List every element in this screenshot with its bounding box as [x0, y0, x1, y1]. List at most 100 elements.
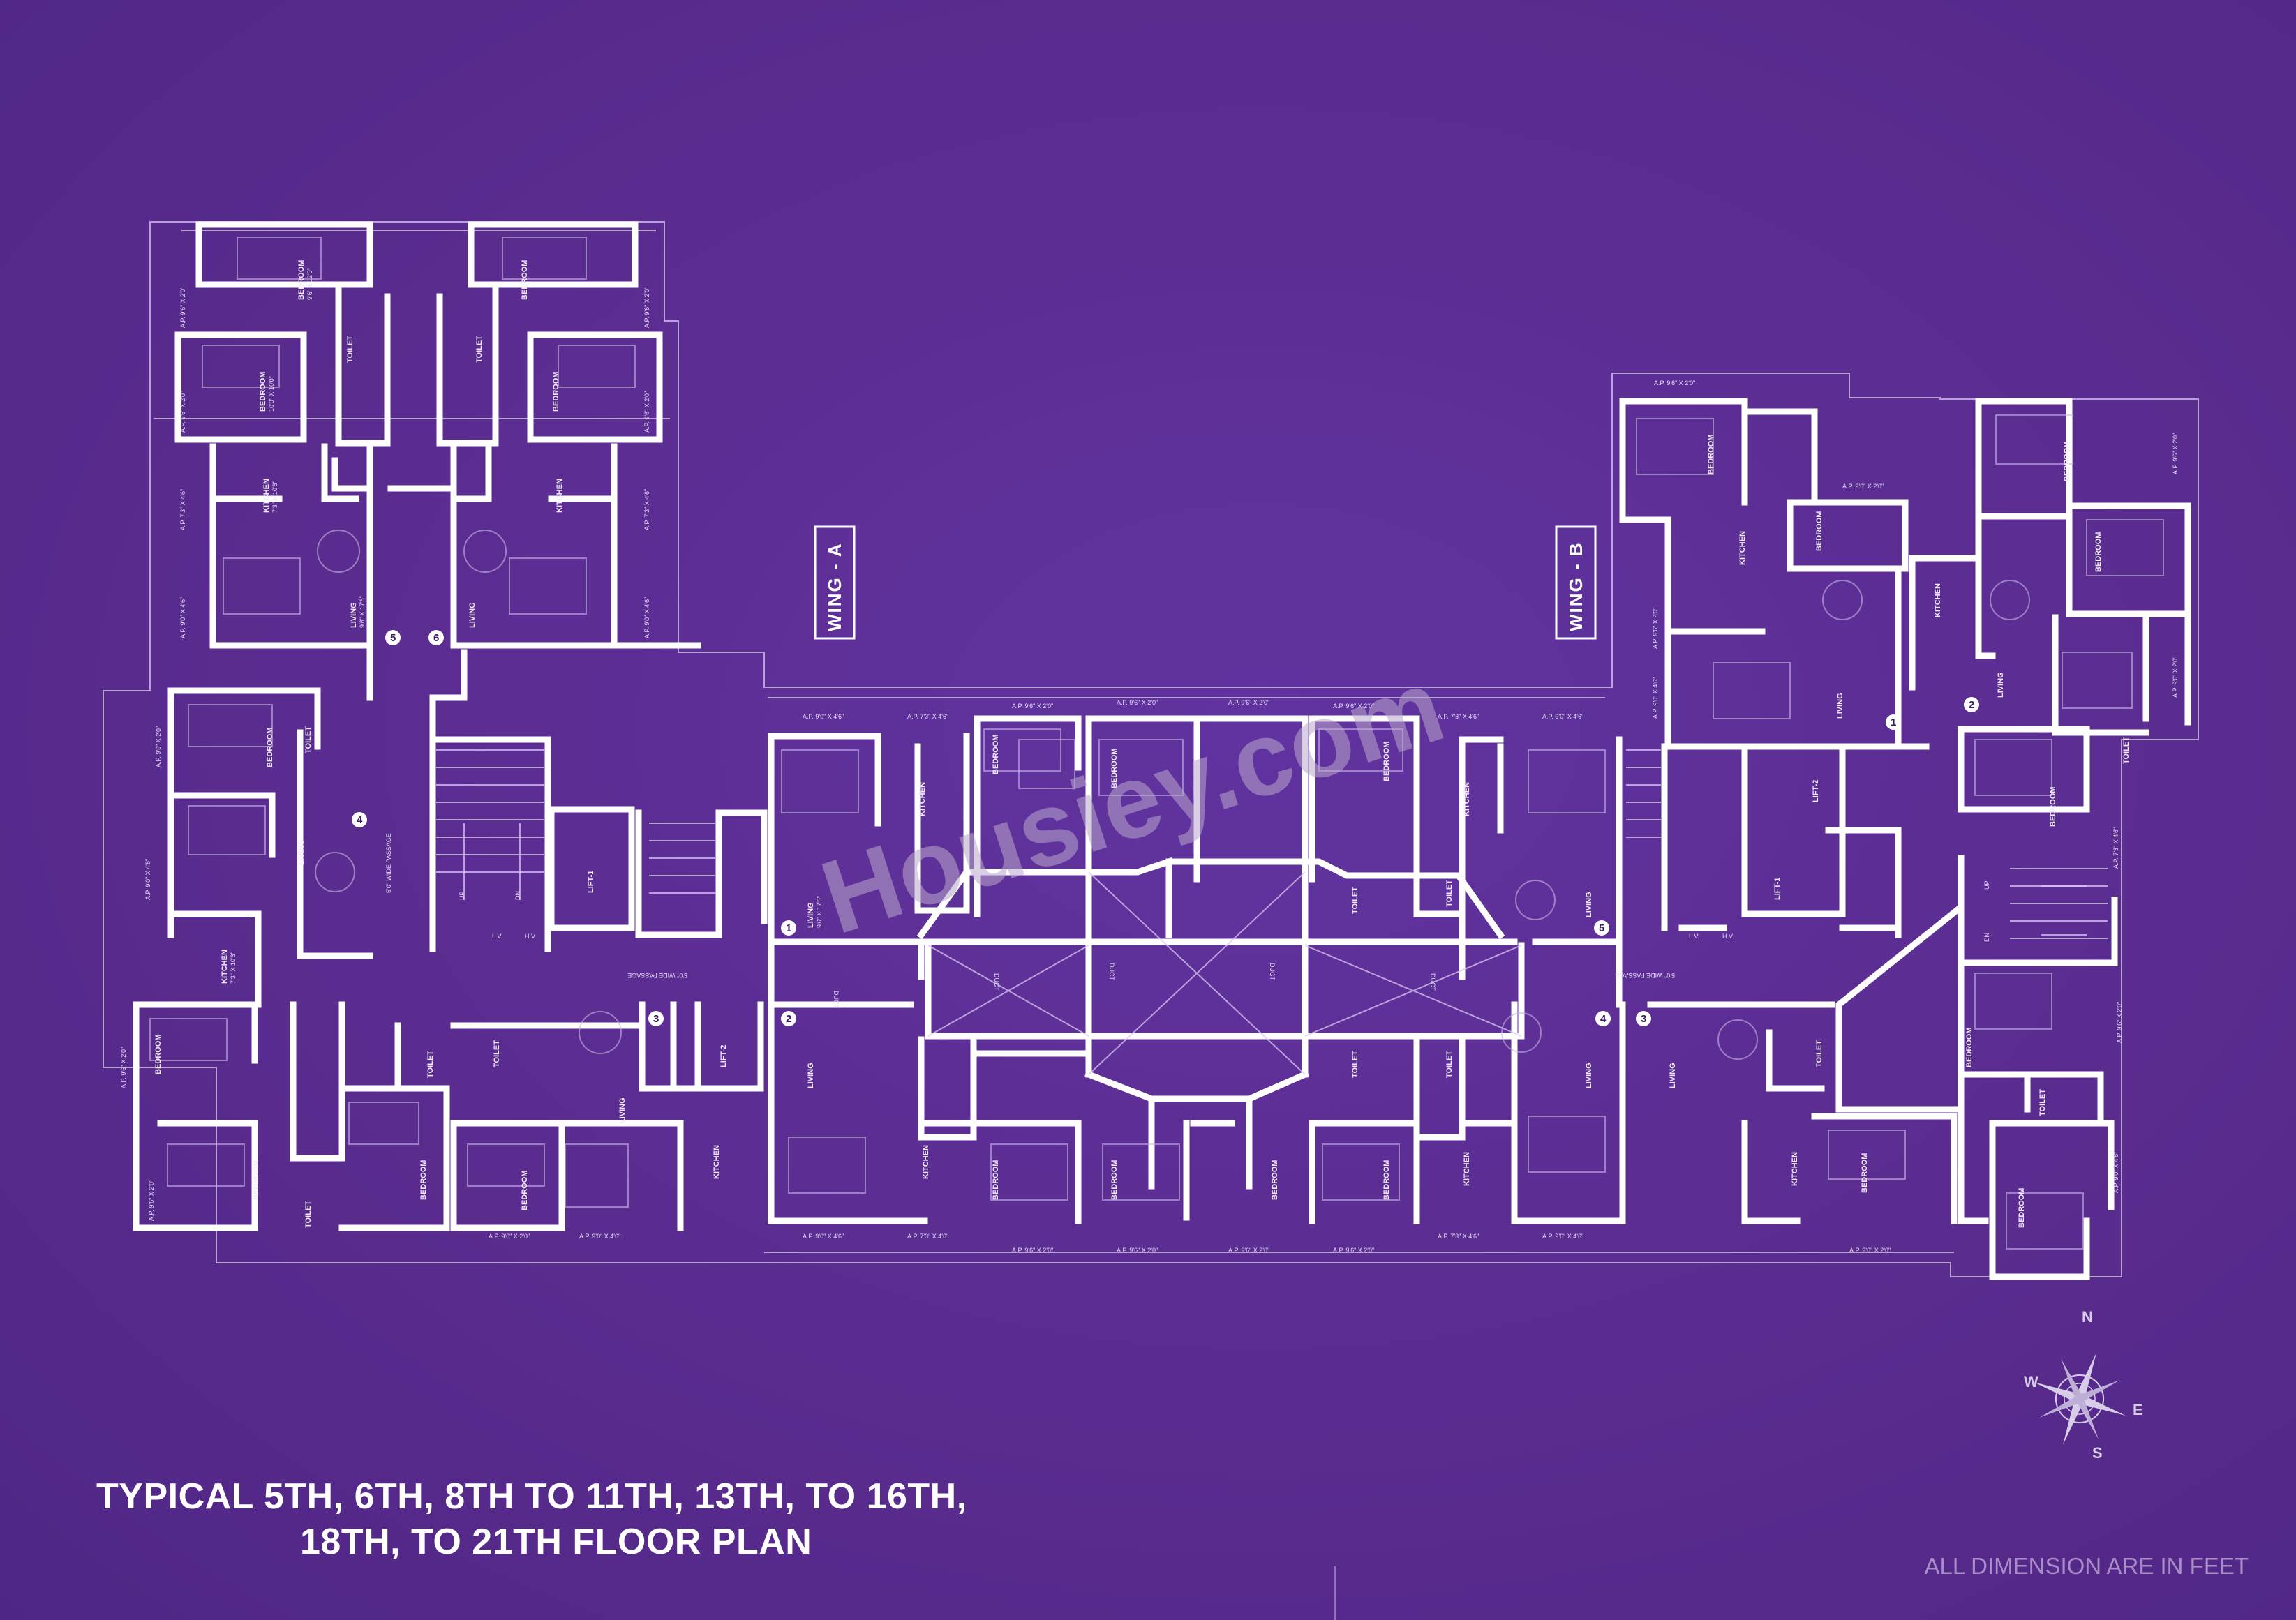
room-label-kitchen: KITCHEN: [1463, 782, 1471, 816]
flat-number-markers: 5 6 4 3 2 1 5 4 3 1 2: [352, 630, 1979, 1026]
svg-text:A.P. 9'6" X 2'0": A.P. 9'6" X 2'0": [155, 726, 162, 767]
svg-text:A.P. 9'6" X 2'0": A.P. 9'6" X 2'0": [643, 391, 650, 433]
svg-text:A.P. 7'3" X 4'6": A.P. 7'3" X 4'6": [2112, 827, 2119, 869]
divider: [1334, 1566, 1336, 1620]
stair-and-lift-details: [436, 749, 2108, 1075]
room-dim: 10'0" X 10'0": [268, 376, 275, 412]
flat-number-1: 1: [781, 920, 796, 936]
duct-label-5: DUCT: [1429, 973, 1436, 991]
svg-text:5: 5: [1599, 922, 1604, 934]
svg-text:1: 1: [786, 922, 791, 934]
lv-label-b: L.V.: [1689, 933, 1699, 940]
room-label-bedroom: BEDROOM: [259, 372, 267, 412]
svg-text:A.P. 9'6" X 2'0": A.P. 9'6" X 2'0": [179, 287, 186, 328]
svg-text:A.P. 9'6" X 2'0": A.P. 9'6" X 2'0": [1849, 1247, 1891, 1254]
room-label-kitchen: KITCHEN: [1791, 1152, 1799, 1186]
svg-text:4: 4: [1600, 1013, 1607, 1025]
room-label-living: LIVING: [1836, 693, 1844, 719]
room-dim: 7'3" X 10'6": [271, 481, 278, 513]
room-labels: BEDROOM 9'6" X 12'0" BEDROOM 10'0" X 10'…: [154, 260, 2131, 1228]
duct-label-1: DUCT: [833, 991, 840, 1008]
wing-a-left-block-walls: [133, 221, 768, 1231]
room-label-toilet: TOILET: [304, 726, 313, 753]
room-label-kitchen: KITCHEN: [1738, 531, 1747, 565]
dimension-note: ALL DIMENSION ARE IN FEET: [1924, 1553, 2249, 1579]
room-label-living: LIVING: [350, 602, 358, 628]
flat-number-4b: 4: [1595, 1011, 1611, 1026]
room-dim: 7'3" X 10'6": [230, 952, 237, 984]
stair-up-label-a: UP: [459, 891, 465, 900]
room-label-toilet: TOILET: [1445, 880, 1454, 907]
room-label-bedroom: BEDROOM: [992, 735, 1000, 774]
room-label-bedroom: BEDROOM: [297, 260, 306, 300]
svg-text:A.P. 9'0" X 4'6": A.P. 9'0" X 4'6": [643, 597, 650, 638]
central-block-walls: [768, 715, 1626, 1224]
flat-number-3: 3: [648, 1011, 664, 1026]
room-label-bedroom: BEDROOM: [2049, 787, 2057, 827]
passage-label-left: 5'0" WIDE PASSAGE: [385, 833, 392, 893]
room-label-bedroom: BEDROOM: [552, 372, 560, 412]
room-label-toilet: TOILET: [304, 1201, 313, 1228]
svg-text:WING - B: WING - B: [1565, 541, 1586, 631]
svg-text:A.P. 7'3" X 4'6": A.P. 7'3" X 4'6": [907, 713, 948, 720]
room-label-bedroom: BEDROOM: [1110, 749, 1119, 788]
compass-icon: [2034, 1353, 2126, 1445]
room-label-bedroom: BEDROOM: [1382, 1160, 1391, 1200]
room-label-kitchen: KITCHEN: [262, 479, 271, 513]
room-label-bedroom: BEDROOM: [521, 1171, 529, 1210]
stair-dn-label-b: DN: [1983, 933, 1990, 942]
svg-text:A.P. 9'6" X 2'0": A.P. 9'6" X 2'0": [1228, 1247, 1269, 1254]
flat-number-2: 2: [781, 1011, 796, 1026]
flat-number-5: 5: [385, 630, 401, 645]
svg-text:A.P. 9'6" X 2'0": A.P. 9'6" X 2'0": [179, 391, 186, 433]
compass-s: S: [2092, 1444, 2103, 1462]
svg-text:A.P. 9'0" X 4'6": A.P. 9'0" X 4'6": [144, 859, 151, 900]
room-label-bedroom: BEDROOM: [1271, 1160, 1279, 1200]
svg-text:A.P. 9'6" X 2'0": A.P. 9'6" X 2'0": [120, 1047, 127, 1088]
flat-number-4: 4: [352, 812, 367, 827]
svg-text:A.P. 9'6" X 2'0": A.P. 9'6" X 2'0": [2172, 657, 2179, 698]
room-label-bedroom: BEDROOM: [1965, 1028, 1974, 1067]
room-label-kitchen: KITCHEN: [713, 1145, 721, 1179]
flat-number-3b: 3: [1636, 1011, 1651, 1026]
svg-text:3: 3: [653, 1013, 659, 1025]
compass-w: W: [2024, 1373, 2038, 1390]
svg-text:A.P. 9'0" X 4'6": A.P. 9'0" X 4'6": [1542, 1233, 1583, 1240]
room-label-bedroom: BEDROOM: [1815, 511, 1824, 551]
room-label-toilet: TOILET: [475, 336, 484, 363]
svg-text:A.P. 9'6" X 2'0": A.P. 9'6" X 2'0": [2172, 433, 2179, 474]
room-label-living: LIVING: [807, 902, 815, 928]
flat-number-5b: 5: [1594, 920, 1609, 936]
duct-label-4: DUCT: [1269, 963, 1276, 980]
svg-text:A.P. 9'6" X 2'0": A.P. 9'6" X 2'0": [489, 1233, 530, 1240]
room-label-bedroom: BEDROOM: [1110, 1160, 1119, 1200]
hv-label-a: H.V.: [525, 933, 537, 940]
room-label-bedroom: BEDROOM: [1861, 1153, 1869, 1193]
plan-title-line-1: TYPICAL 5TH, 6TH, 8TH TO 11TH, 13TH, TO …: [96, 1476, 967, 1517]
flat-number-1b: 1: [1886, 714, 1901, 730]
svg-text:A.P. 9'6" X 2'0": A.P. 9'6" X 2'0": [1117, 699, 1158, 706]
duct-label-3: DUCT: [1108, 963, 1115, 980]
room-label-living: LIVING: [1585, 1063, 1593, 1088]
room-label-living: LIVING: [618, 1097, 627, 1123]
svg-text:A.P. 9'6" X 2'0": A.P. 9'6" X 2'0": [1333, 703, 1374, 710]
svg-text:WING - A: WING - A: [824, 542, 845, 631]
room-label-toilet: TOILET: [493, 1040, 501, 1067]
svg-text:A.P. 9'6" X 2'0": A.P. 9'6" X 2'0": [1228, 699, 1269, 706]
duct-label-2: DUCT: [993, 973, 1000, 991]
room-label-bedroom: BEDROOM: [1707, 435, 1715, 474]
room-label-living: LIVING: [807, 1063, 815, 1088]
svg-text:A.P. 9'6" X 2'0": A.P. 9'6" X 2'0": [148, 1180, 155, 1221]
room-label-bedroom: BEDROOM: [266, 728, 274, 767]
svg-text:A.P. 9'6" X 2'0": A.P. 9'6" X 2'0": [2116, 1002, 2123, 1043]
compass-rose: N S E W: [2010, 1294, 2149, 1476]
passage-label-right: 5'0" WIDE PASSAGE: [1615, 972, 1675, 979]
svg-text:1: 1: [1891, 717, 1896, 728]
svg-text:A.P. 7'3" X 4'6": A.P. 7'3" X 4'6": [907, 1233, 948, 1240]
room-label-living: LIVING: [1585, 892, 1593, 917]
balcony-dimension-labels: A.P. 9'6" X 2'0" A.P. 9'6" X 2'0" A.P. 7…: [120, 287, 2179, 1254]
svg-text:2: 2: [786, 1013, 791, 1025]
stair-dn-label-a: DN: [514, 891, 521, 900]
